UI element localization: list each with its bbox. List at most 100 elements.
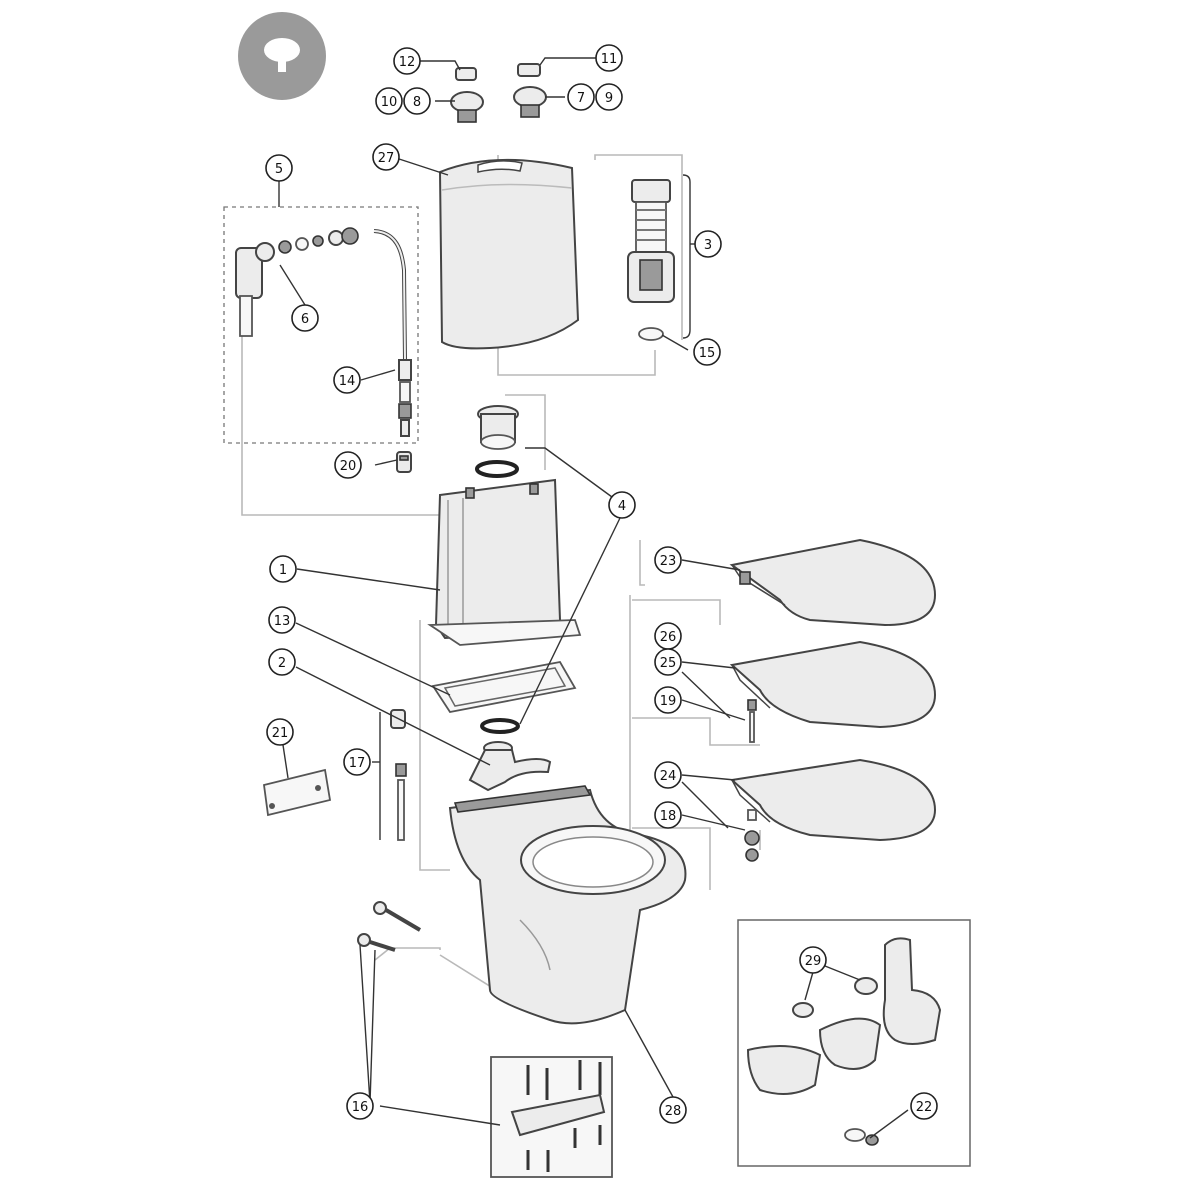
callout-4-circle [608,491,636,519]
callout-c14: 14 [333,366,361,394]
callout-9-label: 9 [605,91,613,106]
callout-13-label: 13 [274,614,291,629]
callout-24-label: 24 [660,769,677,784]
callout-11-circle [595,44,623,72]
callout-c6: 6 [291,304,319,332]
cistern-bolts [379,709,407,841]
callout-17-label: 17 [349,756,366,771]
callout-c29: 29 [799,946,827,974]
callout-2-label: 2 [278,656,286,671]
callout-c27: 27 [372,143,400,171]
callout-25-label: 25 [660,656,677,671]
callout-c2: 2 [268,648,296,676]
callout-c23: 23 [654,546,682,574]
callout-8-circle [403,87,431,115]
callout-6-label: 6 [301,312,309,327]
callout-c24: 24 [654,761,682,789]
callout-c10: 10 [375,87,403,115]
callout-5-circle [265,154,293,182]
callout-23-circle [654,546,682,574]
tank-gasket [431,660,577,713]
seat-25 [729,640,937,743]
callout-27-label: 27 [378,151,395,166]
floor-fixing-box [490,1056,613,1178]
callout-7-label: 7 [577,91,585,106]
inner-tank [427,478,582,646]
callout-c9: 9 [595,83,623,111]
callout-21-circle [266,718,294,746]
callout-2-circle [268,648,296,676]
callout-c11: 11 [595,44,623,72]
callout-c13: 13 [268,606,296,634]
callout-c1: 1 [269,555,297,583]
callout-c22: 22 [910,1092,938,1120]
callout-28-label: 28 [665,1104,682,1119]
callout-c17: 17 [343,748,371,776]
fill-valve-group-box [223,206,419,444]
callout-1-label: 1 [279,563,287,578]
callout-18-circle [654,801,682,829]
seat-24 [729,758,937,862]
callout-14-circle [333,366,361,394]
callout-18-label: 18 [660,809,677,824]
inset-product-range [737,919,971,1167]
callout-5-label: 5 [275,162,283,177]
callout-15-label: 15 [699,346,716,361]
callout-c21: 21 [266,718,294,746]
callout-16-label: 16 [352,1100,369,1115]
callout-c25: 25 [654,648,682,676]
small-connector [396,451,412,473]
callout-1-circle [269,555,297,583]
callout-10-circle [375,87,403,115]
callout-21-label: 21 [272,726,289,741]
callout-c18: 18 [654,801,682,829]
callout-12-circle [393,47,421,75]
callout-c4: 4 [608,491,636,519]
callout-6-circle [291,304,319,332]
seat-23 [729,538,937,627]
callout-7-circle [567,83,595,111]
callout-9-circle [595,83,623,111]
push-button-badge-icon [238,12,326,100]
callout-29-circle [799,946,827,974]
callout-15-circle [693,338,721,366]
callout-13-circle [268,606,296,634]
flush-buttons [450,63,547,123]
callout-c3: 3 [694,230,722,258]
callout-c16: 16 [346,1092,374,1120]
callout-20-label: 20 [340,459,357,474]
callout-19-circle [654,686,682,714]
callout-c20: 20 [334,451,362,479]
callout-c28: 28 [659,1096,687,1124]
callout-11-label: 11 [601,52,618,67]
callout-23-label: 23 [660,554,677,569]
callout-c19: 19 [654,686,682,714]
callout-25-circle [654,648,682,676]
leader-lines [278,57,909,1139]
callout-14-label: 14 [339,374,356,389]
callout-8-label: 8 [413,95,421,110]
callout-22-label: 22 [916,1100,933,1115]
callout-12-label: 12 [399,55,416,70]
flush-bend [468,718,552,792]
outlet-valve [475,405,519,478]
callout-3-circle [694,230,722,258]
callout-16-circle [346,1092,374,1120]
callout-19-label: 19 [660,694,677,709]
callout-29-label: 29 [805,954,822,969]
callout-17-circle [343,748,371,776]
toilet-bowl [448,785,687,1025]
wall-bracket [263,768,332,817]
callout-c8: 8 [403,87,431,115]
callout-c5: 5 [265,154,293,182]
callout-24-circle [654,761,682,789]
side-fixings [357,901,422,952]
callout-28-circle [659,1096,687,1124]
flush-valve [627,179,675,341]
callout-26-label: 26 [660,630,677,645]
callout-c26: 26 [654,622,682,650]
flex-hose [373,229,412,437]
cistern-cover [438,158,580,350]
callout-3-label: 3 [704,238,712,253]
